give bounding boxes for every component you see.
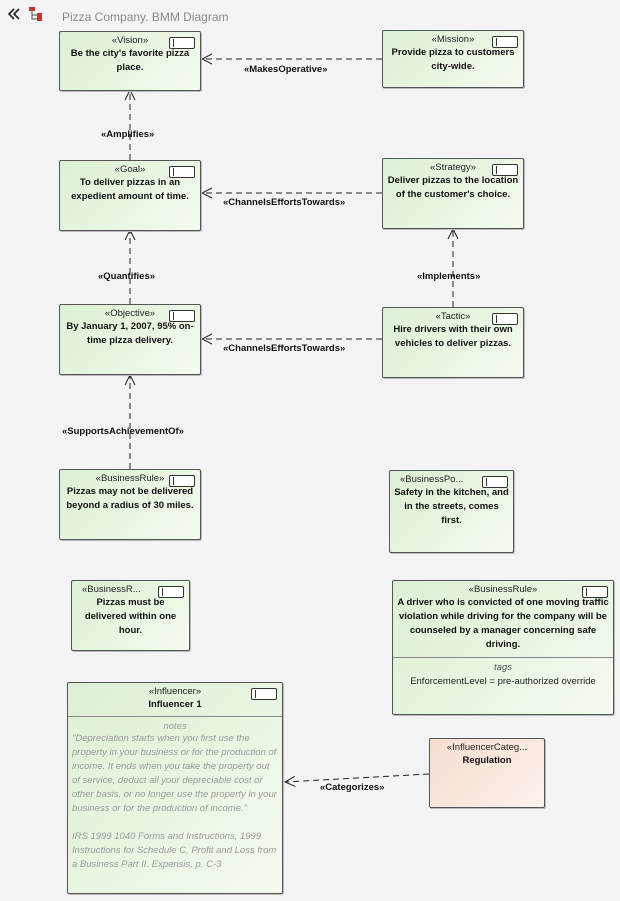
element-type-icon	[582, 586, 608, 598]
influencer-category-element[interactable]: «InfluencerCateg... Regulation	[429, 738, 545, 808]
tag-value: EnforcementLevel = pre-authorized overri…	[410, 676, 596, 687]
notes-title: notes	[163, 721, 187, 732]
label-implements: «Implements»	[417, 271, 481, 282]
label-amplifies: «Amplifies»	[101, 129, 155, 140]
label-categorizes: «Categorizes»	[320, 782, 385, 793]
element-stereotype: «InfluencerCateg...	[446, 742, 528, 753]
label-makes-operative: «MakesOperative»	[244, 64, 328, 75]
element-type-icon	[492, 313, 518, 325]
element-name: Influencer 1	[148, 699, 202, 710]
element-type-icon	[492, 164, 518, 176]
element-name: Be the city's favorite pizza place.	[70, 48, 190, 73]
tactic-element[interactable]: «Tactic» Hire drivers with their own veh…	[382, 307, 524, 378]
element-name: A driver who is convicted of one moving …	[397, 597, 609, 650]
business-rule-element[interactable]: «BusinessR... Pizzas must be delivered w…	[71, 580, 190, 651]
element-name: Hire drivers with their own vehicles to …	[393, 324, 513, 349]
label-channels-objective: «ChannelsEffortsTowards»	[223, 343, 346, 354]
tags-compartment: tags EnforcementLevel = pre-authorized o…	[393, 657, 613, 687]
element-name: By January 1, 2007, 95% on-time pizza de…	[66, 321, 194, 346]
element-name: Provide pizza to customers city-wide.	[391, 47, 515, 72]
label-supports: «SupportsAchievementOf»	[62, 426, 184, 437]
element-type-icon	[169, 37, 195, 49]
influencer-element[interactable]: «Influencer» Influencer 1 notes "Depreci…	[67, 682, 283, 894]
vision-element[interactable]: «Vision» Be the city's favorite pizza pl…	[59, 31, 201, 91]
browser-tree-icon[interactable]	[28, 6, 44, 22]
element-type-icon	[251, 688, 277, 700]
diagram-canvas[interactable]: «MakesOperative» «Amplifies» «ChannelsEf…	[0, 26, 620, 901]
diagram-toolbar: Pizza Company. BMM Diagram	[0, 0, 620, 26]
business-rule-element[interactable]: «BusinessRule» A driver who is convicted…	[392, 580, 614, 715]
diagram-title: Pizza Company. BMM Diagram	[62, 10, 229, 24]
element-type-icon	[482, 476, 508, 488]
element-type-icon	[169, 166, 195, 178]
objective-element[interactable]: «Objective» By January 1, 2007, 95% on-t…	[59, 304, 201, 375]
element-name: Deliver pizzas to the location of the cu…	[387, 175, 519, 200]
mission-element[interactable]: «Mission» Provide pizza to customers cit…	[382, 30, 524, 88]
element-type-icon	[169, 475, 195, 487]
connectors-layer	[0, 26, 620, 901]
label-channels-goal: «ChannelsEffortsTowards»	[223, 197, 346, 208]
business-policy-element[interactable]: «BusinessPo... Safety in the kitchen, an…	[389, 470, 514, 553]
element-name: Pizzas must be delivered within one hour…	[84, 597, 177, 636]
element-name: Safety in the kitchen, and in the street…	[394, 487, 509, 526]
element-type-icon	[492, 36, 518, 48]
goal-element[interactable]: «Goal» To deliver pizzas in an expedient…	[59, 160, 201, 231]
business-rule-element[interactable]: «BusinessRule» Pizzas may not be deliver…	[59, 469, 201, 540]
element-name: To deliver pizzas in an expedient amount…	[71, 177, 189, 202]
element-name: Regulation	[462, 755, 512, 766]
tags-title: tags	[494, 662, 512, 673]
strategy-element[interactable]: «Strategy» Deliver pizzas to the locatio…	[382, 158, 524, 229]
element-name: Pizzas may not be delivered beyond a rad…	[66, 486, 194, 511]
collapse-icon[interactable]	[6, 6, 22, 22]
element-type-icon	[169, 310, 195, 322]
label-quantifies: «Quantifies»	[98, 271, 156, 282]
notes-text: "Depreciation starts when you first use …	[72, 733, 277, 870]
element-stereotype: «BusinessRule»	[468, 584, 538, 595]
element-type-icon	[158, 586, 184, 598]
element-stereotype: «Influencer»	[148, 686, 202, 697]
connector-categorizes[interactable]	[285, 773, 430, 782]
notes-compartment: notes "Depreciation starts when you firs…	[68, 716, 282, 872]
